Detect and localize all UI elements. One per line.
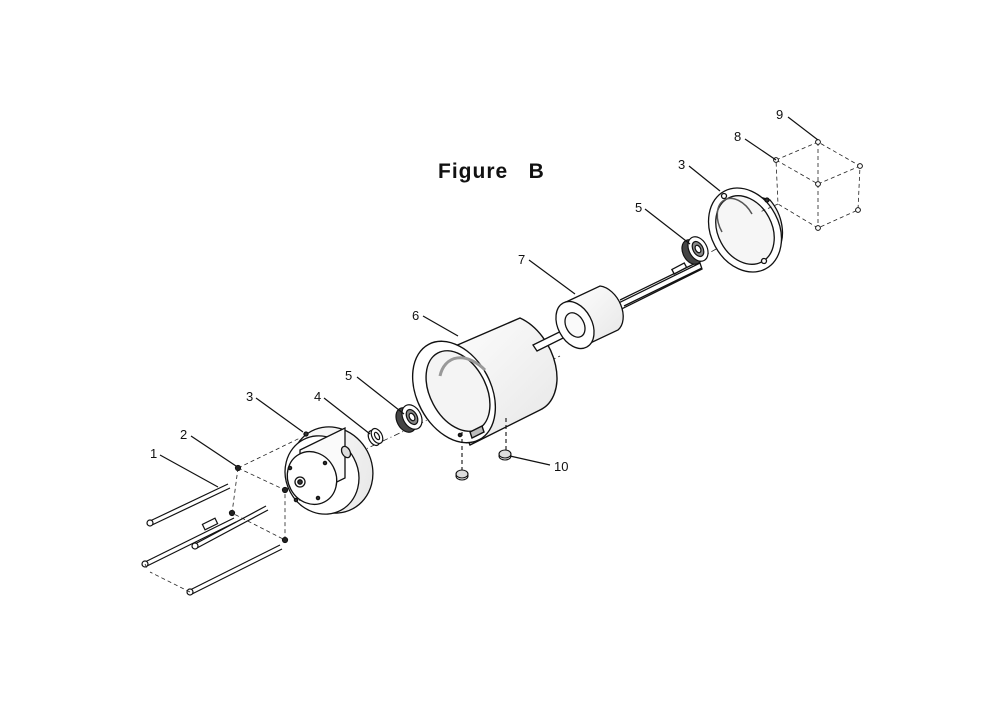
callout-3-right: 3 xyxy=(678,157,686,172)
callout-4: 4 xyxy=(314,389,322,404)
spring-washer xyxy=(367,427,384,447)
callout-5-left: 5 xyxy=(345,368,353,383)
figure-title: Figure B xyxy=(438,160,545,183)
bolt-4 xyxy=(186,544,283,596)
callout-6: 6 xyxy=(412,308,420,323)
callout-10: 10 xyxy=(554,459,569,474)
leader-lines xyxy=(159,116,819,488)
ball-bearing-right xyxy=(681,236,709,265)
through-bolts xyxy=(141,483,283,596)
nuts-right xyxy=(773,139,863,231)
callout-5-right: 5 xyxy=(635,200,643,215)
end-bracket-left xyxy=(284,426,374,515)
bolt-2 xyxy=(191,505,269,550)
callout-3-left: 3 xyxy=(246,389,254,404)
callout-7: 7 xyxy=(518,252,526,267)
end-bracket-right xyxy=(707,187,784,273)
callout-8: 8 xyxy=(734,129,742,144)
lock-washers-left xyxy=(228,464,289,544)
ball-bearing-left xyxy=(395,404,423,433)
armature-assembly xyxy=(532,261,703,352)
housing-nuts xyxy=(455,418,512,481)
stator-housing xyxy=(411,317,558,446)
callout-2: 2 xyxy=(180,427,188,442)
bolt-3 xyxy=(141,517,237,568)
alignment-guides-left xyxy=(144,437,306,593)
callout-9: 9 xyxy=(776,107,784,122)
bolt-1 xyxy=(146,483,231,527)
callout-1: 1 xyxy=(150,446,158,461)
